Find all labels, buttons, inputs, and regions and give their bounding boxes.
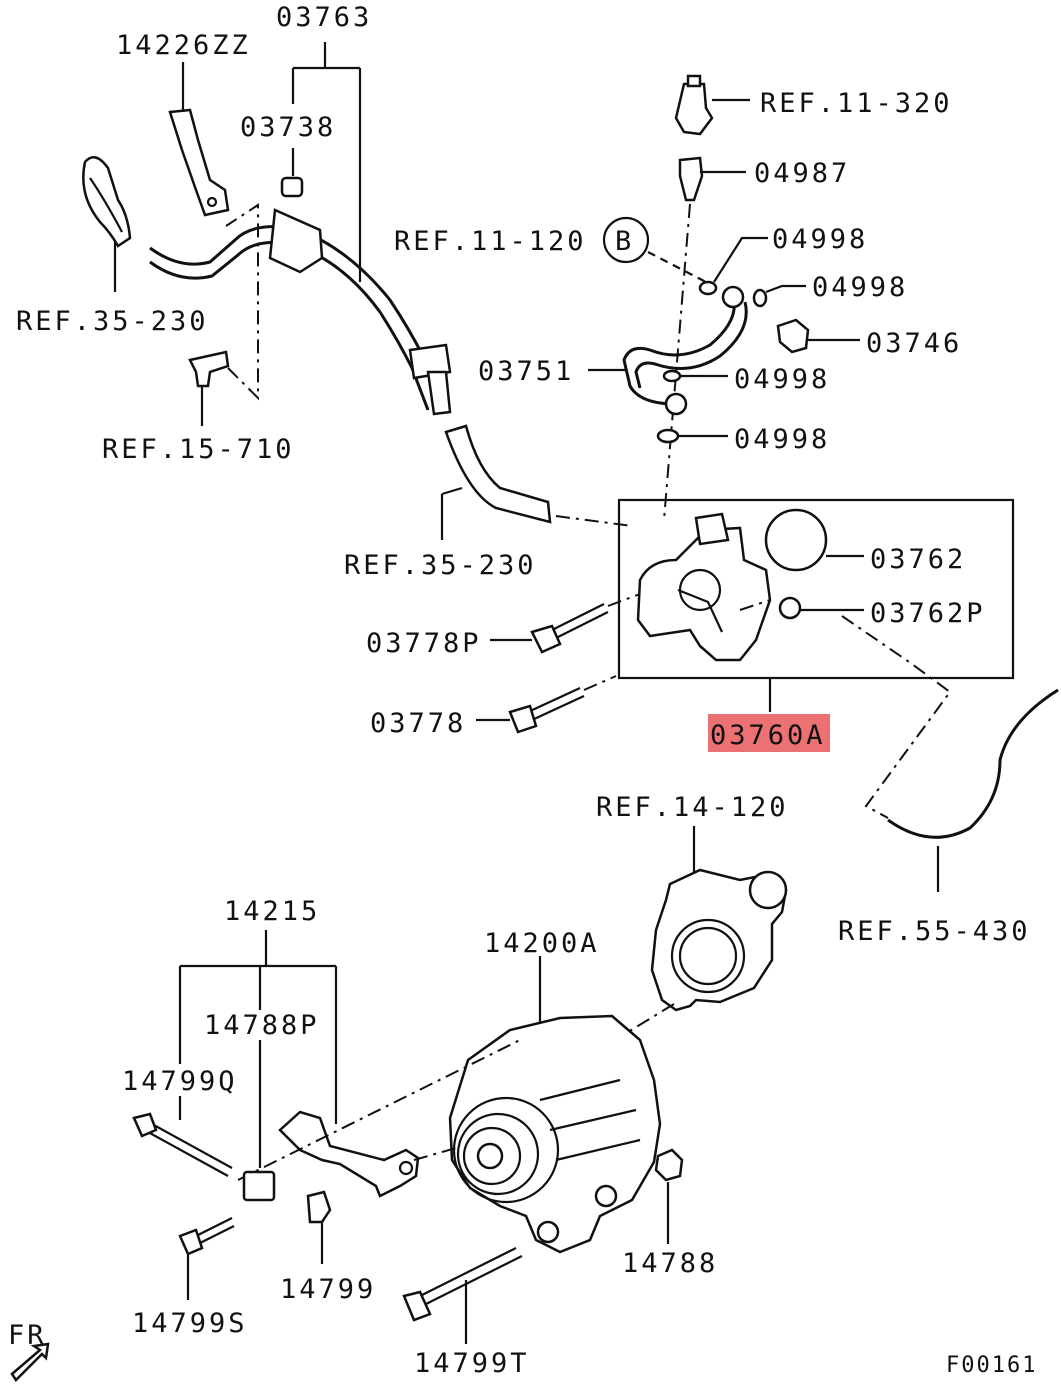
sensor-ref-11-320 — [674, 82, 714, 136]
pipe-clip — [408, 343, 452, 380]
label-03778p: 03778P — [366, 628, 482, 659]
label-03762p: 03762P — [870, 598, 986, 629]
vacuum-hose-ref-55-430 — [841, 615, 1059, 892]
banjo-03751-top — [721, 285, 745, 309]
label-04998-b: 04998 — [812, 272, 908, 303]
label-ref-35-230-upper: REF.35-230 — [16, 306, 209, 337]
label-03751: 03751 — [478, 356, 574, 387]
banjo-03751-bottom — [664, 392, 688, 416]
label-04998-d: 04998 — [734, 424, 830, 455]
box-03760a — [617, 498, 1015, 680]
label-04998-c: 04998 — [734, 364, 830, 395]
bracket-14788p — [278, 1110, 420, 1198]
label-14788: 14788 — [622, 1248, 718, 1279]
label-ref-11-120: REF.11-120 — [394, 226, 587, 257]
pipe-clamp-03763 — [268, 208, 324, 274]
label-14799: 14799 — [280, 1274, 376, 1305]
label-14799t: 14799T — [414, 1348, 530, 1379]
label-03760a: 03760A — [710, 720, 826, 751]
washer-04998-c — [662, 369, 682, 383]
washer-04998-d — [656, 428, 680, 444]
hose-ref-35-230-lower — [444, 424, 552, 524]
label-04987: 04987 — [754, 158, 850, 189]
bolt-14799q — [132, 1112, 158, 1138]
label-circle-b: B — [615, 226, 634, 257]
label-14215: 14215 — [224, 896, 320, 927]
front-direction-indicator — [10, 1342, 50, 1382]
oil-filter-bracket-box — [617, 498, 1015, 712]
washer-04998-b — [752, 288, 768, 308]
label-ref-15-710: REF.15-710 — [102, 434, 295, 465]
label-03763: 03763 — [276, 2, 372, 33]
hose-ref-35-230-upper — [82, 155, 132, 248]
alternator-assembly — [132, 826, 788, 1344]
o-ring-03762p — [778, 596, 802, 620]
label-figure-code: F00161 — [946, 1353, 1037, 1378]
fitting-04987 — [678, 156, 704, 202]
label-ref-35-230-lower: REF.35-230 — [344, 550, 537, 581]
bracket-bolts — [476, 593, 641, 734]
bolt-14799t — [402, 1290, 432, 1322]
label-14799q: 14799Q — [122, 1066, 238, 1097]
lower-hose-assembly — [440, 424, 633, 540]
bolt-14799s — [178, 1228, 204, 1256]
bolt-03746 — [776, 318, 810, 354]
bracket-housing-03760a — [636, 526, 772, 662]
highlight-03760a — [708, 714, 830, 752]
bolt-14799 — [306, 1190, 332, 1224]
label-ref-55-430: REF.55-430 — [838, 916, 1031, 947]
bolt-03778 — [508, 704, 538, 734]
label-fr: FR — [8, 1320, 47, 1351]
circle-b-callout — [602, 216, 650, 264]
label-14226zz: 14226ZZ — [116, 30, 251, 61]
washer-04998-a — [698, 280, 718, 296]
label-03738: 03738 — [240, 112, 336, 143]
alternator-pulley — [476, 1142, 504, 1170]
label-04998-a: 04998 — [772, 224, 868, 255]
block-nut — [242, 1170, 276, 1202]
clip-ref-15-710 — [188, 350, 230, 388]
label-14799s: 14799S — [132, 1308, 248, 1339]
label-ref-14-120: REF.14-120 — [596, 792, 789, 823]
front-arrow-icon — [10, 1342, 50, 1382]
o-ring-03762 — [764, 508, 828, 572]
oil-feed-line-assembly — [588, 74, 860, 521]
label-03762: 03762 — [870, 544, 966, 575]
nut-14788 — [654, 1148, 684, 1182]
label-14788p: 14788P — [204, 1010, 320, 1041]
label-03778: 03778 — [370, 708, 466, 739]
upper-left-hose-assembly — [82, 42, 452, 426]
nut-03738 — [280, 176, 304, 198]
label-ref-11-320: REF.11-320 — [760, 88, 953, 119]
label-03746: 03746 — [866, 328, 962, 359]
bolt-03778p — [530, 624, 562, 654]
bracket-14226zz — [168, 108, 230, 217]
label-14200a: 14200A — [484, 928, 600, 959]
